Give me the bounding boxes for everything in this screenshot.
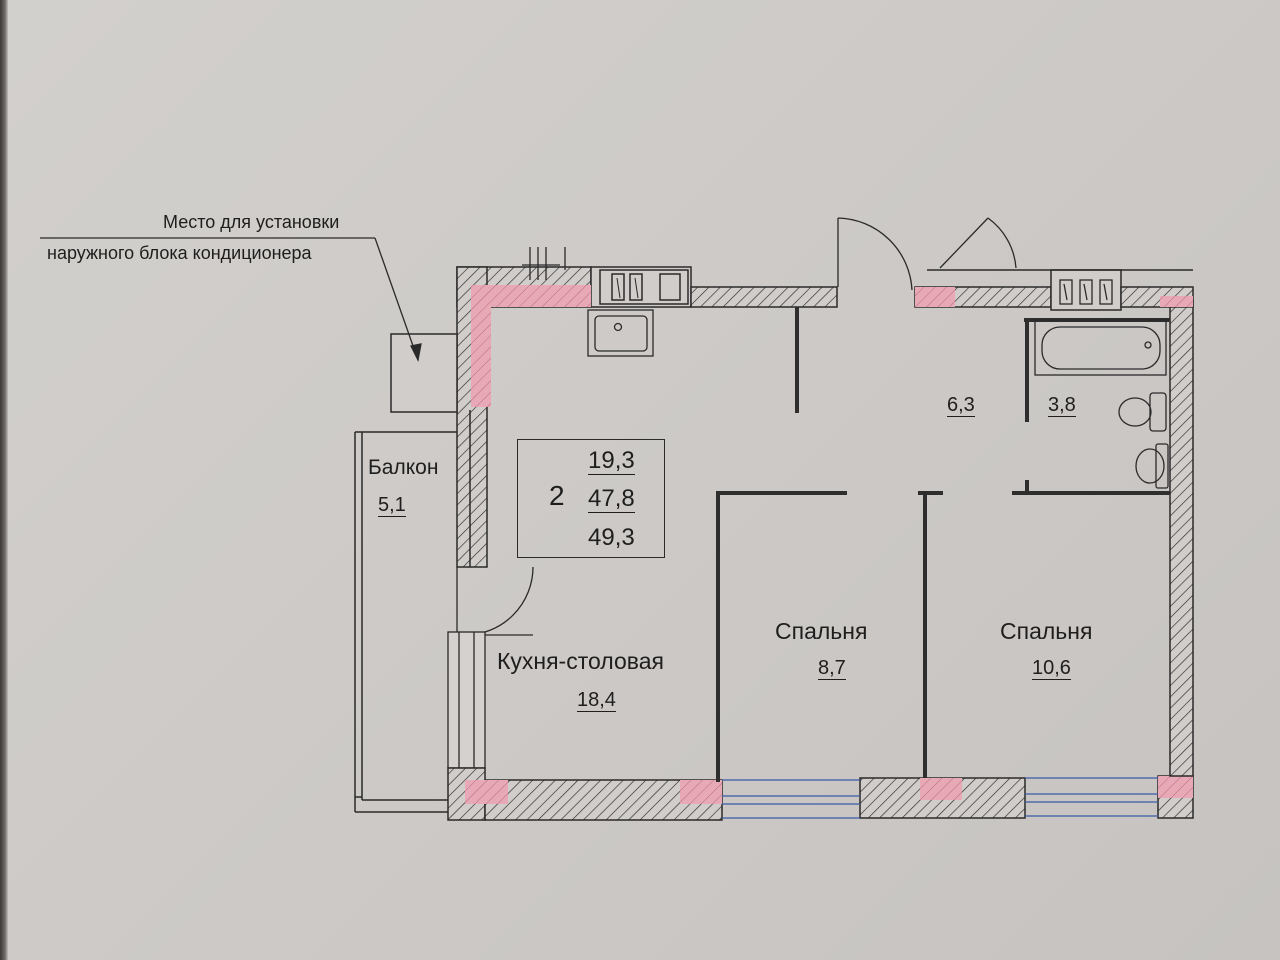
living-area-value: 19,3 [588,447,635,475]
ventilation-shaft-bathroom [1059,279,1113,305]
bathtub [1034,319,1167,376]
window-bedroom2 [1025,777,1158,817]
total-area-with-balcony-value: 49,3 [588,524,635,551]
partitions [716,307,1170,782]
annotation-leader [40,237,422,363]
hall-area: 6,3 [947,394,975,417]
ac-unit-box [390,333,458,413]
bedroom1-area: 8,7 [818,657,846,680]
bedroom1-label: Спальня [775,618,868,644]
insulation-zones-bottom [465,776,1193,804]
annotation-line2: наружного блока кондиционера [47,243,312,263]
bathroom-area: 3,8 [1048,394,1076,417]
bedroom2-label: Спальня [1000,618,1093,644]
entrance-door [837,217,913,291]
washbasin [1135,443,1169,489]
insulation-zone-kitchen [471,285,591,407]
balcony-area: 5,1 [378,494,406,517]
room-count: 2 [549,480,565,511]
window-bedroom1 [722,779,860,819]
balcony-door [456,566,534,636]
balcony-window [447,631,486,769]
wall-right [1169,299,1194,777]
utility-risers [522,247,566,280]
balcony-label: Балкон [368,456,439,479]
annotation-line1: Место для установки [163,212,340,232]
wall-top-right [914,269,1194,311]
kitchen-label: Кухня-столовая [497,648,664,674]
kitchen-area: 18,4 [577,689,616,712]
hall-window-door [939,217,1017,269]
balcony-outline [354,431,457,813]
total-area-value: 47,8 [588,485,635,513]
kitchen-sink [587,309,654,357]
apartment-summary-box [517,439,665,558]
ventilation-shaft-kitchen [599,269,689,305]
toilet [1118,392,1167,432]
binding-edge [0,0,8,960]
bedroom2-area: 10,6 [1032,657,1071,680]
